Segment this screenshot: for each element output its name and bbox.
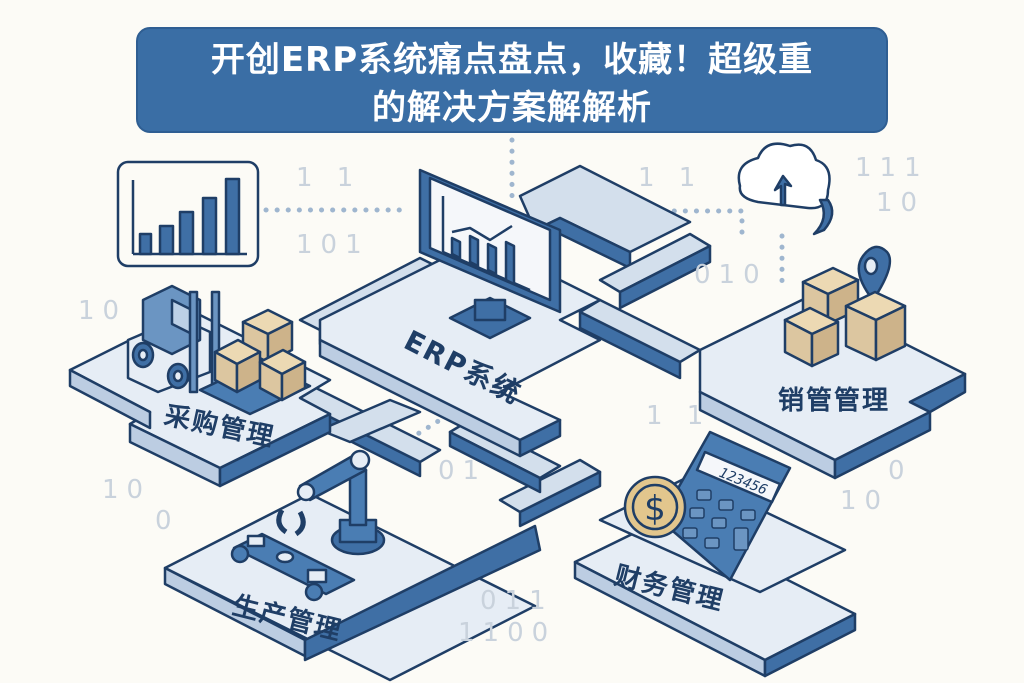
title-banner: 开创ERP系统痛点盘点，收藏！超级重 的解决方案解解析 bbox=[136, 27, 888, 133]
binary-digit: 10 bbox=[840, 486, 890, 516]
coin-dollar-icon: $ bbox=[623, 475, 687, 539]
binary-digit: 101 bbox=[296, 230, 370, 260]
binary-digit: 1 1 bbox=[638, 163, 704, 193]
title-line-2: 的解决方案解解析 bbox=[372, 88, 652, 128]
binary-digit: 111 bbox=[855, 153, 929, 183]
cloud-upload-icon bbox=[737, 142, 834, 236]
calculator-icon: 123456 bbox=[658, 430, 792, 582]
binary-digit: 10 bbox=[102, 475, 152, 505]
binary-digit: 01 bbox=[438, 456, 488, 486]
sales-platform bbox=[698, 294, 967, 480]
cardboard-boxes-icon bbox=[213, 308, 307, 402]
location-pin-icon bbox=[857, 245, 892, 302]
binary-digit: 1 1 bbox=[296, 163, 362, 193]
sales-boxes-icon bbox=[783, 266, 907, 368]
robot-arm-icon bbox=[276, 449, 386, 556]
binary-digit: 10 bbox=[876, 188, 926, 218]
binary-digit: 1100 bbox=[458, 618, 557, 648]
title-line-1: 开创ERP系统痛点盘点，收藏！超级重 bbox=[210, 40, 814, 80]
coin-symbol: $ bbox=[644, 489, 666, 529]
binary-digit: 0 bbox=[888, 456, 913, 486]
binary-digit: 0 bbox=[155, 506, 180, 536]
binary-digit: 1 1 bbox=[646, 401, 712, 431]
binary-digit: 011 bbox=[480, 586, 554, 616]
binary-digit: 010 bbox=[694, 260, 768, 290]
sales-label: 销管管理 bbox=[778, 386, 891, 416]
conveyor-belt-icon bbox=[230, 532, 356, 602]
monitor-chart-icon bbox=[418, 168, 562, 340]
bar-chart-icon bbox=[116, 160, 260, 268]
binary-digit: 10 bbox=[78, 296, 128, 326]
